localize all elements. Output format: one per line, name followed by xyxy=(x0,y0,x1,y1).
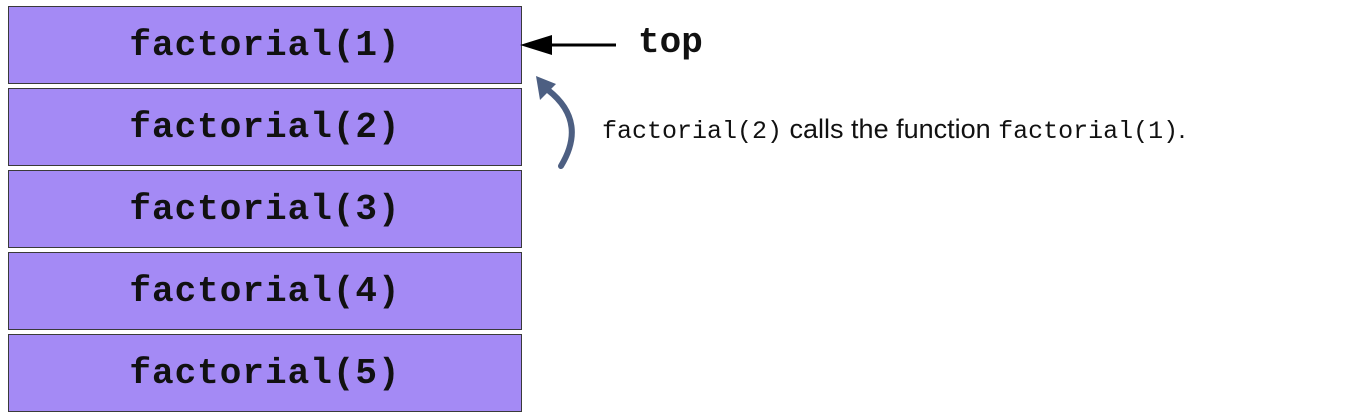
caption-caller: factorial(2) xyxy=(602,117,783,146)
stack-frame-factorial-4: factorial(4) xyxy=(8,252,522,330)
top-pointer-label: top xyxy=(638,22,703,63)
call-stack: factorial(1) factorial(2) factorial(3) f… xyxy=(8,6,522,416)
stack-frame-factorial-1: factorial(1) xyxy=(8,6,522,84)
caption-middle: calls the function xyxy=(782,114,999,144)
top-pointer-arrowhead xyxy=(520,35,552,55)
stack-frame-factorial-2: factorial(2) xyxy=(8,88,522,166)
stack-frame-factorial-3: factorial(3) xyxy=(8,170,522,248)
caption-end: . xyxy=(1178,114,1186,144)
call-arrowhead xyxy=(536,76,556,100)
call-arrow-curve xyxy=(545,87,575,169)
caption-callee: factorial(1) xyxy=(998,117,1179,146)
call-caption: factorial(2) calls the function factoria… xyxy=(602,114,1186,146)
stack-frame-factorial-5: factorial(5) xyxy=(8,334,522,412)
